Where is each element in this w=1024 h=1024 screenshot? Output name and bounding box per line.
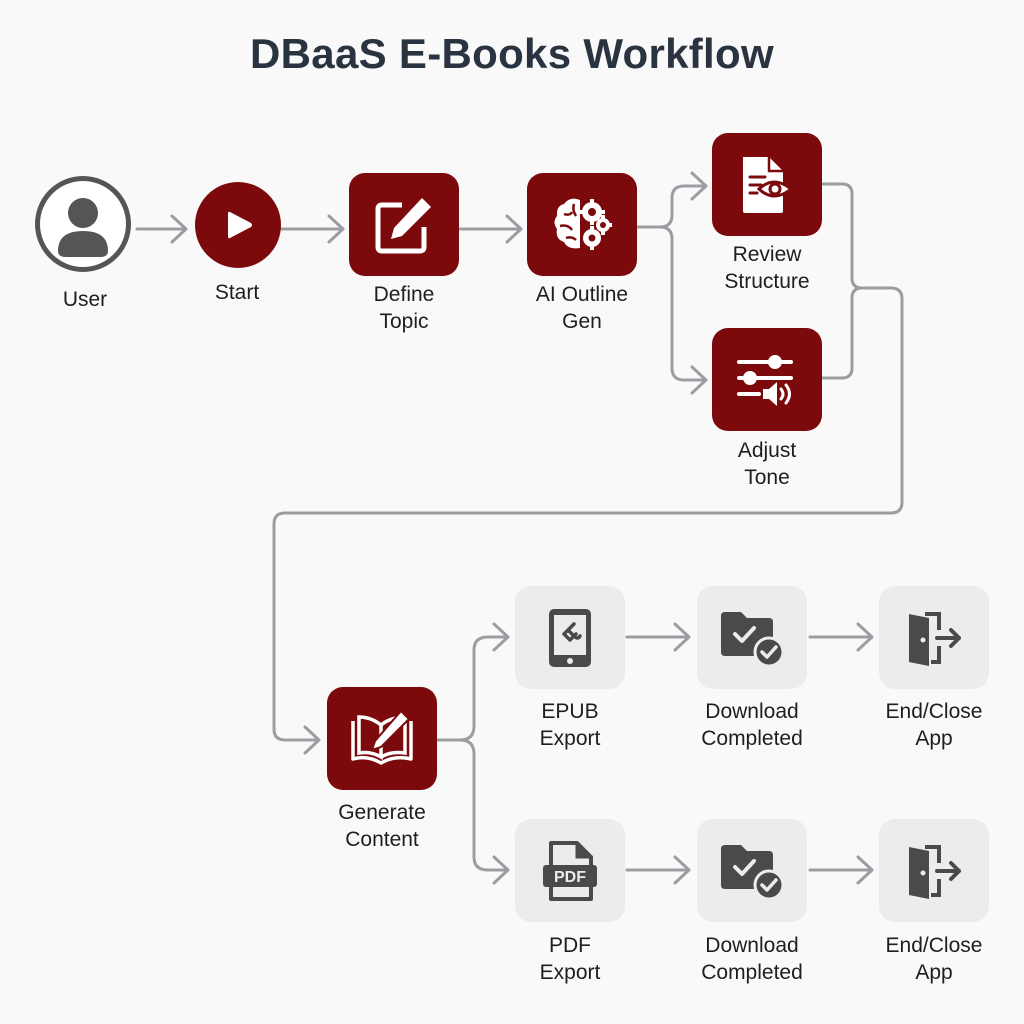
define-topic-label: Define Topic	[373, 283, 435, 333]
user-label: User	[62, 288, 108, 311]
edge-generate-pdf	[458, 738, 510, 885]
review-structure-label: Review Structure	[724, 243, 810, 293]
epub-end-box	[879, 586, 989, 689]
pdf-icon-text: PDF	[554, 869, 586, 886]
diagram-title: DBaaS E-Books Workflow	[250, 30, 774, 77]
pdf-end-box	[879, 819, 989, 922]
adjust-tone-label: Adjust Tone	[737, 439, 797, 489]
define-topic-box	[349, 173, 459, 276]
brain-gears-icon	[554, 198, 612, 250]
ai-outline-box	[527, 173, 637, 276]
edge-define-ai	[458, 214, 523, 244]
pdf-export-label: PDF Export	[539, 934, 601, 984]
pdf-file-icon: PDF	[543, 840, 597, 901]
edit-icon	[375, 197, 431, 253]
edge-user-start	[135, 214, 188, 244]
ebook-tablet-icon	[549, 608, 591, 667]
play-icon	[228, 211, 252, 239]
pdf-download-box	[697, 819, 807, 922]
start-node-circle	[195, 182, 281, 268]
folder-check-icon	[721, 611, 785, 667]
epub-download-label: Download Completed	[701, 700, 803, 750]
edge-ai-adjust	[658, 225, 708, 395]
generate-content-label: Generate Content	[338, 801, 426, 851]
edge-adjust-merge	[821, 286, 864, 380]
pdf-export-box: PDF	[515, 819, 625, 922]
epub-end-label: End/Close App	[885, 700, 983, 750]
edge-review-merge	[821, 182, 864, 290]
pdf-end-label: End/Close App	[885, 934, 983, 984]
epub-export-box	[515, 586, 625, 689]
epub-download-box	[697, 586, 807, 689]
document-eye-icon	[743, 156, 794, 213]
adjust-tone-box	[712, 328, 822, 431]
edge-ai-review	[636, 171, 708, 229]
user-node-circle	[35, 176, 131, 272]
book-pen-icon	[351, 709, 413, 765]
generate-content-box	[327, 687, 437, 790]
sliders-sound-icon	[737, 354, 793, 406]
edge-epub-download	[625, 622, 691, 652]
folder-check-icon	[721, 844, 785, 900]
user-icon	[58, 198, 108, 257]
edge-pdf-download	[625, 855, 691, 885]
ai-outline-label: AI Outline Gen	[535, 283, 629, 333]
review-structure-box	[712, 133, 822, 236]
edge-merge-generate	[272, 286, 904, 755]
epub-export-label: EPUB Export	[539, 700, 601, 750]
start-label: Start	[214, 281, 260, 304]
edge-start-define	[279, 214, 345, 244]
door-exit-icon	[909, 611, 961, 666]
pdf-download-label: Download Completed	[701, 934, 803, 984]
edge-pdf-download-end	[808, 855, 874, 885]
edge-epub-download-end	[808, 622, 874, 652]
door-exit-icon	[909, 844, 961, 899]
